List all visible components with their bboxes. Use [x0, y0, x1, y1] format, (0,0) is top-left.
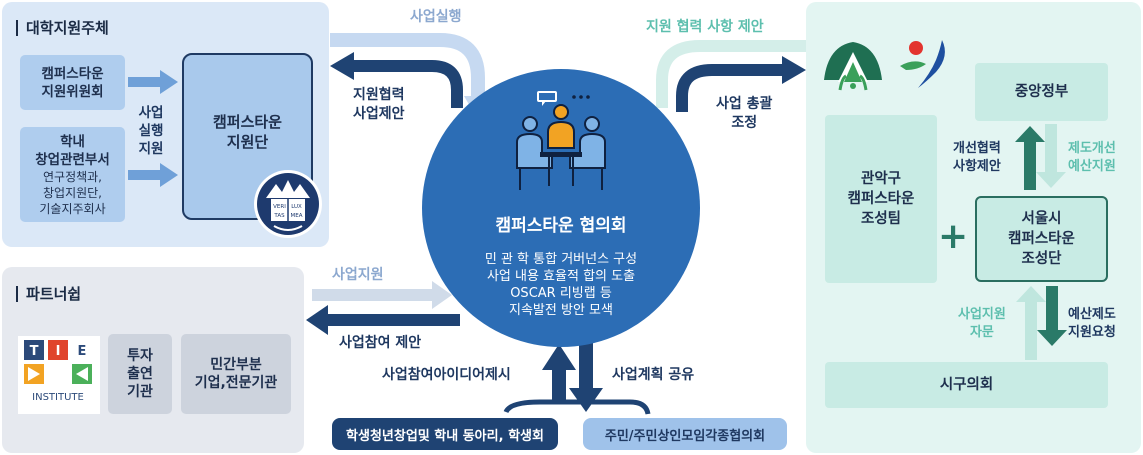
depts-title-1: 학내	[60, 133, 85, 150]
label-budget-request: 예산제도 지원요청	[1068, 306, 1116, 342]
partnership-title: 파트너쉽	[16, 286, 81, 302]
investors-line-3: 기관	[127, 384, 153, 400]
committee-line-1: 캠퍼스타운	[41, 65, 104, 82]
council-line-3: OSCAR 리빙랩 등	[510, 286, 612, 301]
depts-item-1: 연구정책과,	[42, 169, 102, 184]
support-label: 사업 실행 지원	[133, 104, 169, 158]
gwanak-logo-icon	[822, 36, 884, 92]
seal-text-1: VERI	[273, 204, 286, 210]
label-improvement: 개선협력 사항제안	[953, 140, 1001, 176]
students-pill: 학생청년창업및 학내 동아리, 학생회	[332, 418, 558, 450]
depts-item-2: 창업지원단,	[42, 185, 102, 200]
label-support-proposal: 지원협력 사업제안	[353, 86, 405, 124]
council-line-2: 사업 내용 효율적 합의 도출	[486, 269, 636, 284]
investors-line-1: 투자	[127, 348, 153, 364]
committee-box: 캠퍼스타운 지원위원회	[20, 55, 125, 110]
support-unit-line-1: 캠퍼스타운	[212, 112, 282, 131]
tie-letter-t: T	[30, 344, 39, 359]
tie-caption: INSTITUTE	[32, 392, 84, 403]
label-budget-request-1: 예산제도	[1068, 307, 1116, 322]
district-council-box: 시구의회	[825, 362, 1108, 408]
seal-text-4: MEA	[291, 213, 303, 219]
central-government-box: 중앙정부	[975, 63, 1108, 121]
plus-sign: +	[938, 216, 969, 257]
seal-text-2: TAS	[273, 213, 285, 219]
label-idea-proposal: 사업참여아이디어제시	[382, 367, 511, 383]
label-participation-proposal: 사업참여 제안	[339, 335, 422, 351]
support-label-3: 지원	[138, 141, 164, 157]
council-line-1: 민 관 학 통합 거버넌스 구성	[484, 252, 638, 267]
label-plan-sharing: 사업계획 공유	[612, 367, 695, 383]
label-system-budget-2: 예산지원	[1068, 159, 1116, 174]
tie-letter-i: I	[56, 344, 61, 359]
label-support-proposal-1: 지원협력	[353, 87, 405, 103]
label-system-budget-1: 제도개선	[1068, 141, 1116, 156]
investors-line-2: 출연	[127, 366, 153, 382]
committee-line-2: 지원위원회	[41, 83, 104, 100]
seoul-logo-icon	[896, 36, 952, 92]
depts-box: 학내 창업관련부서 연구정책과, 창업지원단, 기술지주회사	[20, 127, 125, 222]
label-project-coordination-1: 사업 총괄	[716, 96, 773, 112]
tie-institute-logo: T I E INSTITUTE	[18, 336, 100, 414]
residents-pill: 주민/주민상인모임각종협의회	[583, 418, 787, 450]
label-system-budget: 제도개선 예산지원	[1068, 140, 1116, 176]
seoul-line-2: 캠퍼스타운	[1008, 231, 1075, 247]
label-project-support: 사업지원	[332, 267, 384, 283]
council-line-4: 지속발전 방안 모색	[509, 303, 613, 318]
seoul-unit-box: 서울시 캠퍼스타운 조성단	[975, 196, 1108, 282]
label-budget-request-2: 지원요청	[1068, 325, 1116, 340]
depts-item-3: 기술지주회사	[39, 201, 106, 216]
private-line-2: 기업,전문기관	[194, 375, 278, 391]
seoul-line-3: 조성단	[1021, 251, 1062, 267]
support-label-1: 사업	[138, 105, 164, 121]
depts-title-2: 창업관련부서	[35, 151, 110, 168]
label-support-advice-1: 사업지원	[958, 307, 1006, 322]
label-improvement-1: 개선협력	[953, 141, 1001, 156]
label-project-execution: 사업실행	[410, 9, 462, 25]
investors-box: 투자 출연 기관	[108, 334, 172, 414]
private-sector-box: 민간부분 기업,전문기관	[181, 334, 291, 414]
gwanak-line-3: 조성팀	[860, 211, 902, 227]
tie-letter-e: E	[78, 344, 87, 359]
meeting-icon	[512, 90, 610, 200]
label-improvement-2: 사항제안	[953, 159, 1001, 174]
gwanak-line-1: 관악구	[860, 171, 902, 187]
label-support-coop-proposal: 지원 협력 사항 제안	[646, 19, 764, 35]
university-seal-icon: VERI TAS LUX MEA	[252, 168, 324, 240]
gwanak-team-box: 관악구 캠퍼스타운 조성팀	[825, 115, 937, 283]
support-label-2: 실행	[138, 123, 164, 139]
university-title: 대학지원주체	[16, 20, 109, 36]
seal-text-3: LUX	[291, 204, 302, 210]
gwanak-line-2: 캠퍼스타운	[847, 191, 915, 207]
label-support-advice: 사업지원 자문	[958, 306, 1006, 342]
label-project-coordination: 사업 총괄 조정	[716, 95, 772, 133]
label-support-advice-2: 자문	[969, 325, 994, 340]
seoul-line-1: 서울시	[1021, 211, 1062, 227]
support-unit-line-2: 지원단	[226, 132, 269, 151]
council-title: 캠퍼스타운 협의회	[495, 216, 627, 236]
label-project-coordination-2: 조정	[731, 115, 758, 131]
label-support-proposal-2: 사업제안	[353, 106, 405, 122]
private-line-1: 민간부분	[210, 357, 262, 373]
